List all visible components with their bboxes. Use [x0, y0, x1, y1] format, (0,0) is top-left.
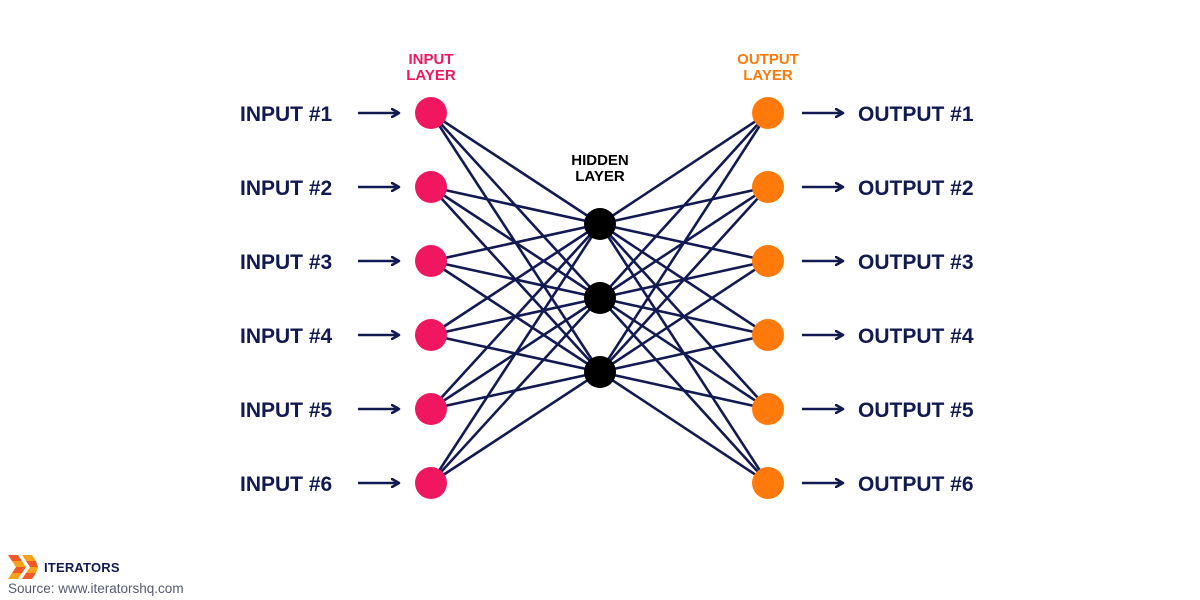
input-node-4: [415, 319, 447, 351]
hidden-node-3: [584, 356, 616, 388]
output-layer-title-line2: LAYER: [743, 67, 793, 84]
output-node-6: [752, 467, 784, 499]
input-node-1: [415, 97, 447, 129]
input-label-6: INPUT #6: [240, 473, 332, 496]
edge-input-2-hidden-1: [430, 185, 601, 226]
output-label-4: OUTPUT #4: [858, 325, 974, 348]
io-labels: INPUT #1 INPUT #2 INPUT #3 INPUT #4 INPUT #5…: [240, 103, 974, 496]
output-label-2: OUTPUT #2: [858, 177, 974, 200]
input-label-2: INPUT #2: [240, 177, 332, 200]
output-node-5: [752, 393, 784, 425]
output-label-5: OUTPUT #5: [858, 399, 974, 422]
iterators-logo-icon: [8, 555, 38, 579]
brand: ITERATORS: [8, 554, 184, 580]
input-label-4: INPUT #4: [240, 325, 333, 348]
input-node-6: [415, 467, 447, 499]
output-node-2: [752, 171, 784, 203]
source-text: Source: www.iteratorshq.com: [8, 581, 184, 596]
connection-edges: [429, 111, 770, 485]
footer: ITERATORS Source: www.iteratorshq.com: [8, 554, 184, 596]
edge-hidden-2-output-6: [599, 297, 769, 484]
input-layer-title-line1: INPUT: [409, 51, 454, 68]
input-label-3: INPUT #3: [240, 251, 332, 274]
brand-name: ITERATORS: [44, 559, 120, 575]
input-label-1: INPUT #1: [240, 103, 333, 126]
output-node-4: [752, 319, 784, 351]
network-nodes: [415, 97, 784, 499]
edge-hidden-1-output-5: [599, 223, 769, 410]
output-label-6: OUTPUT #6: [858, 473, 974, 496]
edge-hidden-3-output-6: [599, 370, 769, 485]
edge-hidden-1-output-1: [599, 111, 769, 226]
edge-hidden-1-output-4: [599, 222, 769, 337]
edge-input-6-hidden-2: [430, 297, 601, 484]
hidden-layer-title-line1: HIDDEN: [571, 152, 629, 169]
input-node-2: [415, 171, 447, 203]
output-label-1: OUTPUT #1: [858, 103, 974, 126]
input-layer-title-line2: LAYER: [406, 67, 456, 84]
output-node-3: [752, 245, 784, 277]
edge-input-6-hidden-1: [429, 223, 602, 484]
input-label-5: INPUT #5: [240, 399, 333, 422]
edge-hidden-1-output-2: [599, 185, 769, 226]
edge-hidden-1-output-6: [598, 223, 770, 484]
input-node-3: [415, 245, 447, 277]
hidden-layer-title-line2: LAYER: [575, 168, 625, 185]
edge-input-4-hidden-1: [430, 222, 601, 337]
edge-input-6-hidden-3: [430, 370, 601, 485]
edge-input-3-hidden-1: [430, 222, 601, 263]
io-arrows: [358, 113, 843, 483]
edge-input-1-hidden-1: [430, 111, 601, 226]
output-label-3: OUTPUT #3: [858, 251, 974, 274]
hidden-node-2: [584, 282, 616, 314]
output-node-1: [752, 97, 784, 129]
output-layer-title-line1: OUTPUT: [737, 51, 799, 68]
edge-hidden-1-output-3: [599, 222, 769, 263]
edge-input-5-hidden-1: [430, 223, 601, 410]
input-node-5: [415, 393, 447, 425]
hidden-node-1: [584, 208, 616, 240]
